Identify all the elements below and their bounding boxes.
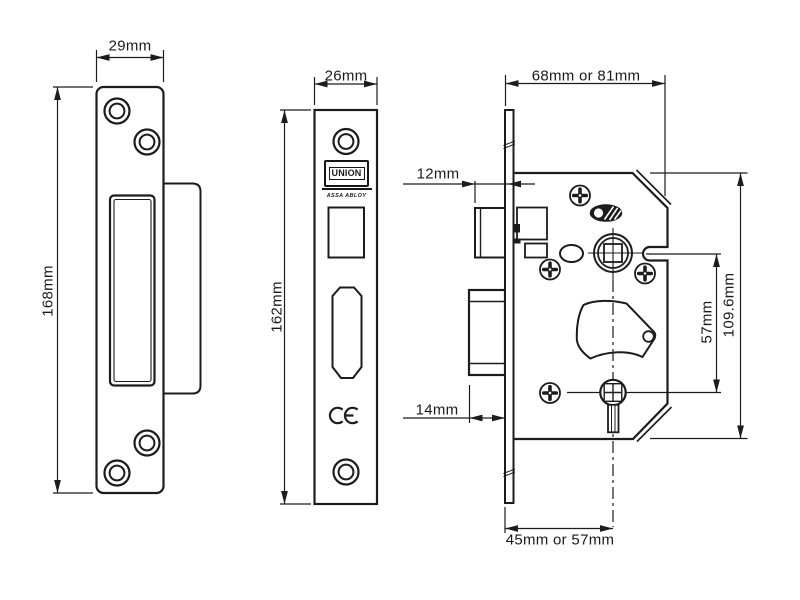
dim-backset: 45mm or 57mm [505,531,615,549]
screw-hole-icon [133,429,161,457]
latch-bolt-front [331,286,363,379]
dim-deadbolt-throw: 14mm [415,401,459,419]
strike-cutout-inner [113,198,152,383]
latch-housing [514,206,548,259]
dim-case-height: 109.6mm [720,272,738,338]
dim-strike-width: 29mm [108,37,152,55]
forend-strip [503,109,516,504]
phillips-screw-icon [633,261,657,286]
screw-hole-icon [332,127,360,156]
phillips-screw-icon [568,183,592,208]
lock-body-view [467,109,673,527]
keyhole [599,378,627,434]
latch-aperture [327,206,365,259]
ce-mark-icon [328,406,359,425]
screw-hole-icon [103,97,131,125]
oval-hole [559,244,584,263]
dim-faceplate-width: 26mm [324,67,368,85]
screw-hole-icon [332,458,360,486]
lever-pack [575,299,657,360]
union-logo-inner: UNION [328,167,365,180]
union-logo-shelf [321,187,372,191]
assa-abloy-text: ASSA ABLOY [326,193,367,199]
phillips-screw-icon [538,257,562,282]
adjuster-slot [589,204,623,222]
screw-hole-icon [133,128,161,156]
strike-dust-box [163,182,202,395]
spindle-follower [588,228,643,280]
dim-spindle-to-keyhole: 57mm [698,300,716,344]
union-logo-text: UNION [331,168,362,178]
dimension-arrows [54,54,744,532]
dim-latch-projection: 12mm [416,165,460,183]
deadbolt-side [467,288,507,377]
phillips-screw-icon [538,381,562,405]
screw-hole-icon [103,459,131,487]
dim-faceplate-height: 162mm [268,281,286,333]
latch-bolt-side [474,207,506,259]
strike-plate-view [95,85,202,495]
dim-strike-height: 168mm [39,265,57,317]
dimension-annotations [53,50,748,533]
strike-cutout-outer [108,194,156,387]
case-chamfer-lines [635,169,673,443]
union-logo: UNION [324,160,369,187]
dim-case-depth: 68mm or 81mm [531,67,641,85]
